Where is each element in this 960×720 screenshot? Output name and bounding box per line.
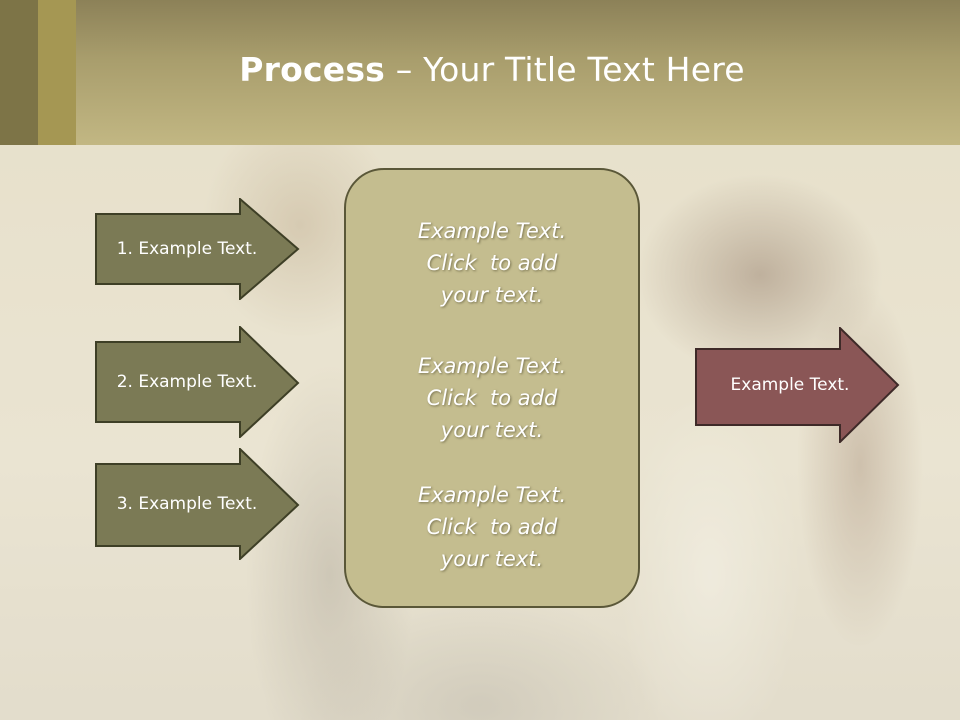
header-accent-strip-light <box>38 0 76 145</box>
process-arrow-label-1: 1. Example Text. <box>116 239 258 259</box>
process-arrow-2[interactable]: 2. Example Text. <box>95 326 300 438</box>
center-text-box[interactable]: Example Text. Click to add your text. Ex… <box>344 168 640 608</box>
center-text-line: your text. <box>440 283 544 307</box>
center-text-line: Click to add <box>426 386 558 410</box>
process-arrow-label-3: 3. Example Text. <box>116 494 258 514</box>
center-text-line: your text. <box>440 418 544 442</box>
center-text-line: Click to add <box>426 515 558 539</box>
process-arrow-label-2: 2. Example Text. <box>116 372 258 392</box>
slide-title-rest: – Your Title Text Here <box>385 50 745 89</box>
result-arrow-shape <box>695 325 900 445</box>
process-arrow-3[interactable]: 3. Example Text. <box>95 448 300 560</box>
result-arrow[interactable]: Example Text. <box>695 325 900 445</box>
arrow-shape-2 <box>95 326 300 438</box>
arrow-shape-1 <box>95 198 300 300</box>
center-text-line: Example Text. <box>417 354 567 378</box>
center-text-block-2: Example Text. Click to add your text. <box>346 350 638 446</box>
center-text-line: Click to add <box>426 251 558 275</box>
header-band <box>0 0 960 145</box>
center-text-block-3: Example Text. Click to add your text. <box>346 479 638 575</box>
slide-title-bold: Process <box>239 50 386 89</box>
slide-title[interactable]: Process – Your Title Text Here <box>0 50 960 89</box>
center-text-line: your text. <box>440 547 544 571</box>
header-accent-strip-dark <box>0 0 38 145</box>
center-text-line: Example Text. <box>417 483 567 507</box>
arrow-shape-3 <box>95 448 300 560</box>
center-text-block-1: Example Text. Click to add your text. <box>346 215 638 311</box>
center-text-line: Example Text. <box>417 219 567 243</box>
result-arrow-label: Example Text. <box>730 375 850 395</box>
process-arrow-1[interactable]: 1. Example Text. <box>95 198 300 300</box>
